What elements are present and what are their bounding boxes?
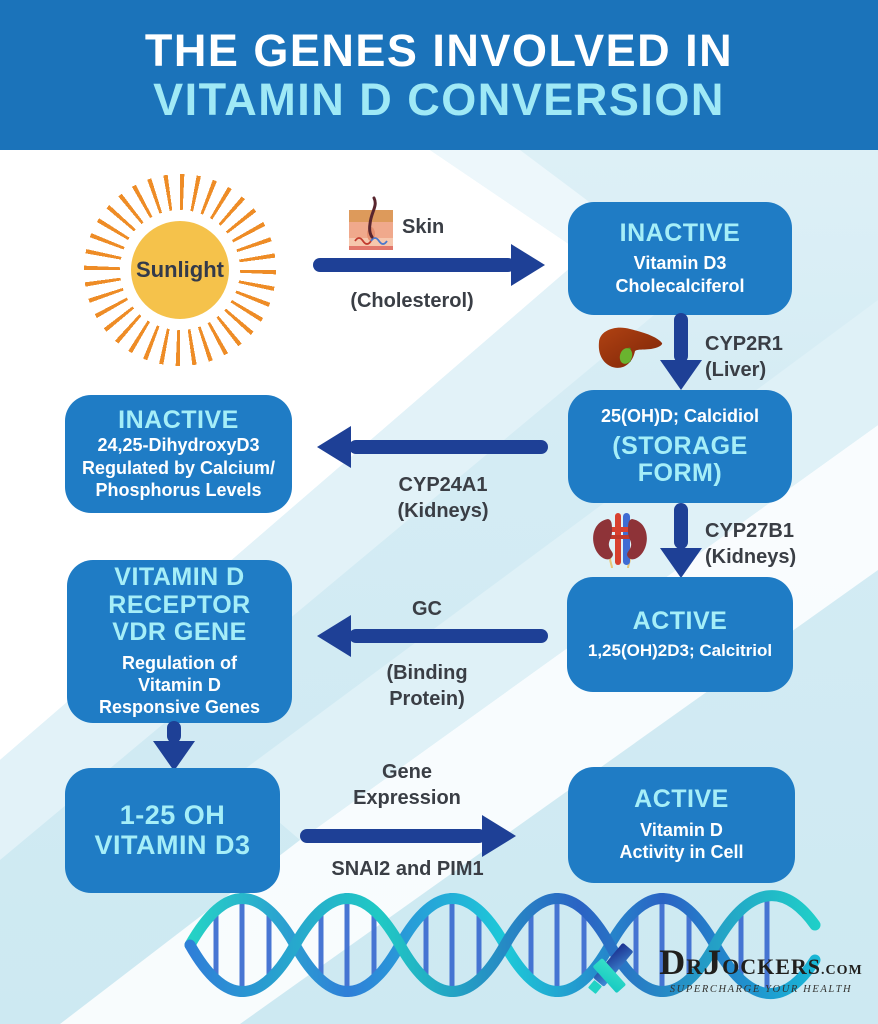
box-storage-title1: (STORAGE — [612, 431, 748, 460]
cholesterol-label: (Cholesterol) — [350, 290, 474, 312]
logo-part-jockers: Jockers — [703, 942, 822, 982]
box-inactive-d3-line1: Vitamin D3 — [633, 253, 727, 274]
box-inactive-24-25-line1: 24,25-DihydroxyD3 — [97, 435, 260, 456]
arrow-cyp24a1-shaft — [349, 440, 548, 454]
cyp27b1-line1: CYP27B1 — [705, 520, 794, 542]
header-banner: THE GENES INVOLVED IN VITAMIN D CONVERSI… — [0, 0, 878, 150]
gene-expression-label: Gene Expression — [322, 759, 492, 811]
logo-mark-icon — [586, 934, 644, 1003]
box-vdr-line3: Responsive Genes — [98, 697, 261, 718]
drjockers-logo: DrJockers.com SUPERCHARGE YOUR HEALTH — [586, 926, 878, 1010]
gc-line3: Protein) — [389, 688, 465, 710]
sun-icon: Sunlight — [80, 170, 280, 370]
box-vdr-title2: RECEPTOR — [108, 590, 251, 619]
cyp2r1-line2: (Liver) — [705, 359, 767, 381]
box-inactive-24-25-line2: Regulated by Calcium/ — [81, 457, 276, 478]
logo-tagline: SUPERCHARGE YOUR HEALTH — [669, 984, 853, 995]
box-storage-title2: FORM) — [637, 459, 723, 488]
box-vdr-title1: VITAMIN D — [114, 563, 245, 592]
sunlight-label: Sunlight — [136, 257, 224, 282]
binding-protein-label: (Binding Protein) — [352, 660, 502, 712]
box-storage-line1: 25(OH)D; Calcidiol — [600, 406, 760, 427]
box-storage-form: 25(OH)D; Calcidiol (STORAGE FORM) — [568, 390, 792, 503]
arrow-gene-expression-shaft — [300, 829, 486, 843]
arrow-cyp2r1-head — [660, 360, 702, 390]
arrow-skin-shaft — [313, 258, 515, 272]
box-1-25-oh-vitamin-d3: 1-25 OH VITAMIN D3 — [65, 768, 280, 893]
box-inactive-24-25: INACTIVE 24,25-DihydroxyD3 Regulated by … — [65, 395, 292, 513]
box-inactive-vitamin-d3: INACTIVE Vitamin D3 Cholecalciferol — [568, 202, 792, 315]
cyp24a1-line2: (Kidneys) — [397, 500, 489, 522]
arrow-cyp27b1-shaft — [674, 503, 688, 549]
gene-expression-line2: Expression — [353, 787, 461, 809]
arrow-skin-head — [511, 244, 545, 286]
logo-part-dr: Dr — [659, 942, 704, 982]
dna-helix-illustration — [184, 890, 821, 1000]
box-active-in-cell: ACTIVE Vitamin D Activity in Cell — [568, 767, 795, 883]
sun-core: Sunlight — [126, 216, 234, 324]
gc-label: GC — [412, 598, 442, 620]
cyp27b1-label: CYP27B1 (Kidneys) — [705, 518, 796, 570]
box-active-calcitriol-line1: 1,25(OH)2D3; Calcitriol — [587, 641, 773, 661]
logo-wordmark: DrJockers.com — [659, 942, 863, 982]
box-inactive-d3-title: INACTIVE — [619, 218, 741, 247]
box-active-calcitriol: ACTIVE 1,25(OH)2D3; Calcitriol — [567, 577, 793, 692]
box-active-cell-line2: Activity in Cell — [619, 842, 744, 863]
box-active-cell-line1: Vitamin D — [640, 819, 723, 840]
box-active-cell-title: ACTIVE — [634, 785, 729, 814]
box-vdr-line1: Regulation of — [122, 652, 237, 673]
cyp27b1-line2: (Kidneys) — [705, 546, 797, 568]
liver-icon — [594, 322, 666, 374]
cyp2r1-line1: CYP2R1 — [705, 333, 783, 355]
box-125-title2: VITAMIN D3 — [94, 829, 251, 860]
skin-label: Skin — [402, 216, 445, 238]
box-vdr-gene: VITAMIN D RECEPTOR VDR GENE Regulation o… — [67, 560, 292, 723]
gene-expression-line1: Gene — [381, 761, 433, 783]
logo-suffix: .com — [821, 963, 863, 978]
cyp2r1-label: CYP2R1 (Liver) — [705, 331, 783, 383]
arrow-gc-shaft — [349, 629, 548, 643]
arrow-cyp24a1-head — [317, 426, 351, 468]
arrow-gc-head — [317, 615, 351, 657]
cyp24a1-line1: CYP24A1 — [398, 474, 488, 496]
cyp24a1-label: CYP24A1 (Kidneys) — [363, 472, 523, 524]
arrow-vdr-down-shaft — [167, 721, 181, 743]
box-125-title1: 1-25 OH — [119, 799, 226, 830]
snai2-pim1-label: SNAI2 and PIM1 — [331, 858, 484, 880]
box-vdr-title3: VDR GENE — [112, 618, 247, 647]
box-active-calcitriol-title: ACTIVE — [632, 606, 728, 635]
arrow-vdr-down-head — [153, 741, 195, 771]
box-inactive-24-25-title: INACTIVE — [118, 405, 239, 434]
logo-text: DrJockers.com SUPERCHARGE YOUR HEALTH — [644, 941, 878, 995]
skin-icon — [347, 196, 395, 252]
box-inactive-d3-line2: Cholecalciferol — [615, 275, 745, 296]
arrow-cyp27b1-head — [660, 548, 702, 578]
box-inactive-24-25-line3: Phosphorus Levels — [95, 479, 262, 500]
gc-line2: (Binding — [386, 662, 468, 684]
arrow-cyp2r1-shaft — [674, 313, 688, 363]
kidneys-icon — [588, 511, 652, 569]
arrow-gene-expression-head — [482, 815, 516, 857]
title-line-1: THE GENES INVOLVED IN — [144, 24, 734, 76]
title-line-2: VITAMIN D CONVERSION — [153, 74, 725, 125]
box-vdr-line2: Vitamin D — [138, 675, 221, 696]
